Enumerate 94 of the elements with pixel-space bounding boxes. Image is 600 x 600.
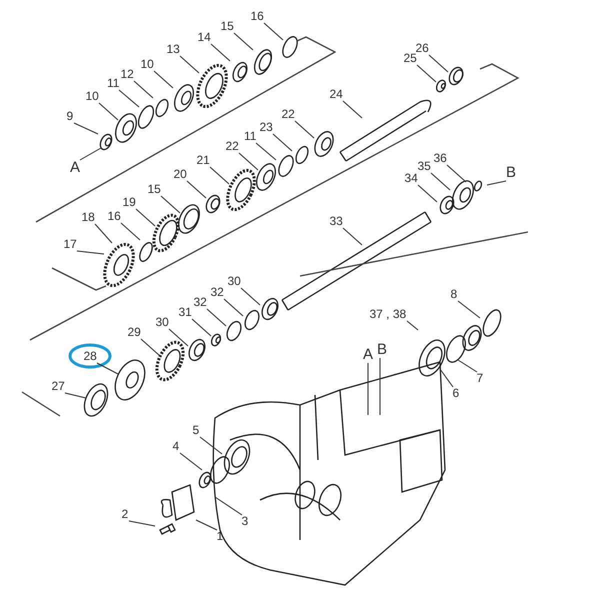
leader-line bbox=[272, 134, 292, 152]
callout-number: B bbox=[506, 165, 516, 181]
callout-number: 33 bbox=[330, 214, 343, 228]
callout-number: B bbox=[377, 342, 388, 358]
callout-number: 27 bbox=[52, 380, 65, 392]
callout-number: 9 bbox=[66, 110, 74, 122]
callout-number: 21 bbox=[196, 154, 210, 166]
callout-number: 15 bbox=[148, 182, 161, 196]
leader-line bbox=[168, 328, 188, 346]
leader-line bbox=[94, 224, 112, 244]
callout-number: 24 bbox=[330, 88, 343, 100]
leader-line bbox=[224, 298, 244, 316]
callout-number: 34 bbox=[404, 172, 418, 184]
callout-number: 14 bbox=[198, 30, 211, 44]
leader-line bbox=[180, 452, 202, 470]
leader-line bbox=[136, 208, 156, 226]
leader-line bbox=[140, 338, 160, 356]
callout-number: 7 bbox=[476, 372, 484, 384]
leader-line bbox=[418, 184, 438, 202]
leader-line bbox=[486, 180, 506, 186]
callout-number: 5 bbox=[192, 424, 200, 436]
callout-number: 23 bbox=[260, 120, 273, 134]
leader-line bbox=[406, 320, 418, 330]
leader-line bbox=[294, 120, 314, 138]
leader-line bbox=[96, 362, 118, 374]
leader-line bbox=[210, 166, 230, 184]
leader-line bbox=[416, 64, 436, 82]
callout-number: 8 bbox=[450, 288, 458, 300]
callout-number: 25 bbox=[404, 52, 417, 64]
leader-line bbox=[428, 54, 448, 72]
leader-line bbox=[264, 22, 284, 40]
callout-number: 16 bbox=[250, 10, 264, 22]
leader-line bbox=[210, 44, 230, 62]
callout-number: A bbox=[70, 160, 80, 176]
leader-line bbox=[128, 520, 156, 526]
callout-number: 1 bbox=[216, 530, 224, 542]
callout-number: 18 bbox=[82, 210, 95, 224]
leader-line bbox=[154, 70, 174, 88]
callout-number: 28 bbox=[84, 350, 97, 362]
leader-line bbox=[342, 100, 362, 118]
leader-line bbox=[458, 300, 480, 318]
callout-number: 20 bbox=[174, 168, 187, 180]
leader-line bbox=[458, 360, 478, 372]
callout-number: 13 bbox=[166, 42, 180, 56]
leader-line bbox=[192, 318, 212, 336]
leader-line bbox=[440, 368, 454, 388]
callout-number: 32 bbox=[194, 296, 207, 308]
callout-number: 22 bbox=[226, 140, 239, 152]
leader-line bbox=[134, 80, 154, 98]
leader-line bbox=[214, 496, 242, 516]
callout-number: A bbox=[363, 347, 374, 363]
leader-line bbox=[240, 288, 260, 306]
leader-line bbox=[238, 152, 258, 170]
callout-number: 11 bbox=[244, 130, 256, 142]
leader-line bbox=[98, 102, 118, 120]
leader-line bbox=[80, 148, 102, 160]
callout-number: 17 bbox=[64, 238, 77, 250]
leader-line bbox=[200, 436, 222, 454]
callout-number: 29 bbox=[128, 326, 141, 338]
leader-line bbox=[64, 392, 86, 398]
callout-number: 16 bbox=[108, 210, 121, 222]
callout-number: 2 bbox=[122, 508, 128, 520]
leader-line bbox=[186, 180, 206, 198]
leader-line bbox=[196, 520, 218, 530]
leader-line bbox=[256, 142, 276, 160]
leader-line bbox=[180, 56, 200, 74]
callout-number: 32 bbox=[210, 286, 224, 298]
callout-number: 15 bbox=[220, 20, 234, 32]
callout-number: 4 bbox=[172, 440, 180, 452]
callout-number: 30 bbox=[156, 316, 169, 328]
callout-number: 22 bbox=[282, 108, 295, 120]
callout-number: 30 bbox=[228, 274, 241, 288]
callout-number: 3 bbox=[242, 514, 248, 528]
leader-line bbox=[120, 222, 140, 240]
leader-line bbox=[118, 90, 140, 108]
leader-line bbox=[76, 250, 104, 254]
callout-number: 10 bbox=[140, 58, 154, 70]
callout-number: 11 bbox=[107, 76, 120, 90]
leader-line bbox=[430, 172, 450, 190]
leader-line bbox=[234, 32, 254, 50]
callout-number: 12 bbox=[120, 68, 134, 80]
callout-number: 10 bbox=[86, 90, 99, 102]
leader-line bbox=[446, 164, 466, 182]
leader-line bbox=[206, 308, 226, 326]
callout-number: 35 bbox=[418, 160, 431, 172]
callout-number: 36 bbox=[434, 152, 447, 164]
leader-line bbox=[342, 228, 362, 246]
leader-line bbox=[160, 196, 180, 214]
leader-line bbox=[74, 122, 98, 134]
callout-number: 31 bbox=[178, 306, 192, 318]
callout-number: 37 , 38 bbox=[370, 308, 406, 320]
callout-number: 26 bbox=[416, 42, 429, 54]
callout-number: 6 bbox=[452, 386, 460, 400]
callout-number: 19 bbox=[122, 196, 136, 208]
